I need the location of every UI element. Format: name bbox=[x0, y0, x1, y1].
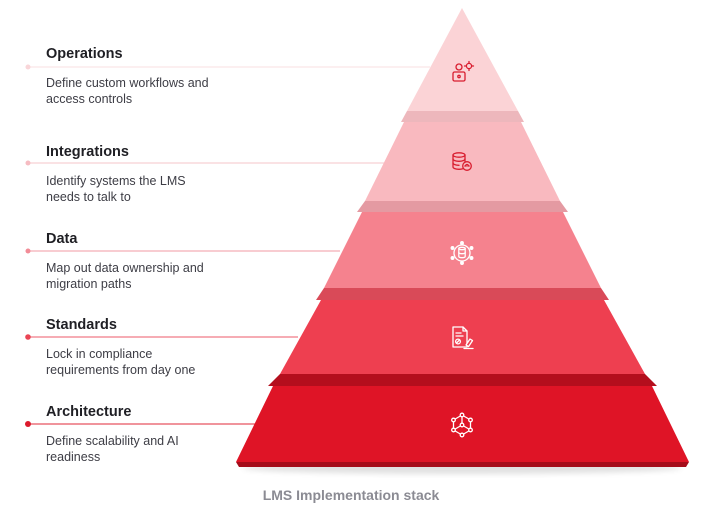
layer-title: Data bbox=[46, 231, 78, 247]
data-network-icon bbox=[450, 241, 474, 265]
layer-label-architecture: Architecture Define scalability and AI r… bbox=[46, 403, 276, 465]
layer-description: Identify systems the LMS needs to talk t… bbox=[46, 174, 186, 204]
tier-data bbox=[316, 212, 609, 300]
connector-operations bbox=[25, 64, 430, 70]
layer-label-integrations: Integrations Identify systems the LMS ne… bbox=[46, 143, 276, 205]
layer-label-operations: Operations Define custom workflows and a… bbox=[46, 45, 276, 107]
connector-integrations bbox=[25, 160, 385, 166]
layer-title: Architecture bbox=[46, 404, 132, 420]
connector-data bbox=[25, 248, 340, 254]
compliance-document-icon bbox=[452, 326, 474, 350]
layer-description: Lock in compliance requirements from day… bbox=[46, 347, 196, 377]
layer-label-data: Data Map out data ownership and migratio… bbox=[46, 230, 276, 292]
tier-operations bbox=[401, 8, 524, 122]
layer-title: Operations bbox=[46, 46, 123, 62]
architecture-nodes-icon bbox=[451, 412, 473, 438]
diagram-caption: LMS Implementation stack bbox=[262, 487, 440, 503]
layer-title: Integrations bbox=[46, 144, 129, 160]
layer-description: Map out data ownership and migration pat… bbox=[46, 261, 204, 291]
tier-standards bbox=[268, 300, 657, 386]
database-link-icon bbox=[452, 152, 472, 171]
layer-description: Define custom workflows and access contr… bbox=[46, 76, 209, 106]
connector-standards bbox=[25, 334, 298, 340]
connector-architecture bbox=[25, 421, 255, 427]
user-settings-icon bbox=[452, 60, 475, 82]
layer-title: Standards bbox=[46, 317, 117, 333]
layer-description: Define scalability and AI readiness bbox=[46, 434, 179, 464]
layer-label-standards: Standards Lock in compliance requirement… bbox=[46, 316, 276, 378]
tier-architecture bbox=[236, 386, 689, 474]
